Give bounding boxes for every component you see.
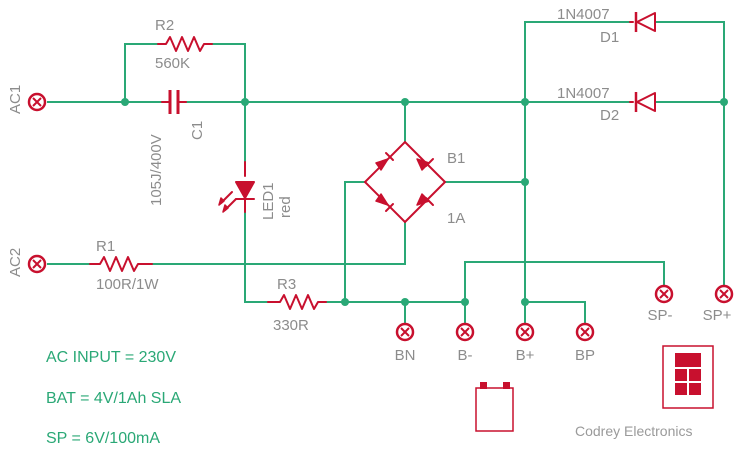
terminal-ac2-pad[interactable] bbox=[27, 254, 47, 274]
junction-dot bbox=[461, 298, 469, 306]
terminal-bminus-pad[interactable] bbox=[455, 322, 475, 342]
label-ac2: AC2 bbox=[7, 248, 24, 277]
label-d2-value: 1N4007 bbox=[557, 85, 610, 102]
label-r2-value: 560K bbox=[155, 55, 190, 72]
junction-dot bbox=[341, 298, 349, 306]
label-led-name: LED1 bbox=[260, 182, 277, 220]
label-bplus: B+ bbox=[516, 347, 535, 364]
brand-label: Codrey Electronics bbox=[575, 423, 693, 439]
label-d2-name: D2 bbox=[600, 107, 619, 124]
resistor-r2[interactable] bbox=[157, 36, 213, 52]
resistor-r1[interactable] bbox=[89, 256, 153, 272]
junction-dot bbox=[521, 298, 529, 306]
led-led1[interactable] bbox=[218, 161, 255, 213]
note-ac-input: AC INPUT = 230V bbox=[46, 349, 176, 366]
terminal-ac1-pad[interactable] bbox=[27, 92, 47, 112]
label-r3-value: 330R bbox=[273, 317, 309, 334]
label-r1-name: R1 bbox=[96, 238, 115, 255]
junction-dot bbox=[121, 98, 129, 106]
label-c1-name: C1 bbox=[189, 121, 206, 140]
label-r2-name: R2 bbox=[155, 17, 174, 34]
junction-dot bbox=[401, 98, 409, 106]
wire-r2-left bbox=[124, 43, 159, 103]
junctions bbox=[121, 98, 728, 306]
bridge-rectifier-b1[interactable] bbox=[364, 141, 446, 223]
label-bp: BP bbox=[575, 347, 595, 364]
junction-dot bbox=[521, 98, 529, 106]
terminal-bplus-pad[interactable] bbox=[515, 322, 535, 342]
capacitor-c1[interactable] bbox=[161, 90, 187, 114]
terminal-spminus-pad[interactable] bbox=[654, 284, 674, 304]
junction-dot bbox=[401, 298, 409, 306]
terminal-spplus-pad[interactable] bbox=[714, 284, 734, 304]
label-bridge-value: 1A bbox=[447, 210, 465, 227]
wire-r2-right bbox=[211, 43, 246, 103]
labels: AC1 AC2 R2 560K 105J/400V C1 LED1 red R1… bbox=[7, 6, 732, 447]
terminal-bp-pad[interactable] bbox=[575, 322, 595, 342]
junction-dot bbox=[521, 178, 529, 186]
label-d1-name: D1 bbox=[600, 29, 619, 46]
resistor-r3[interactable] bbox=[267, 294, 327, 310]
terminal-bn-pad[interactable] bbox=[395, 322, 415, 342]
wire-bridge-left bbox=[344, 181, 366, 303]
label-ac1: AC1 bbox=[7, 85, 24, 114]
label-bridge-name: B1 bbox=[447, 150, 465, 167]
note-battery: BAT = 4V/1Ah SLA bbox=[46, 390, 181, 407]
wire-bplus-rail bbox=[524, 21, 586, 323]
diode-d1[interactable] bbox=[629, 12, 656, 32]
label-led-value: red bbox=[277, 196, 294, 218]
wire-led-bottom bbox=[244, 211, 269, 303]
wire-spminus-rail bbox=[464, 261, 665, 303]
label-bn: BN bbox=[395, 347, 416, 364]
label-c1-value: 105J/400V bbox=[148, 134, 165, 206]
label-spminus: SP- bbox=[647, 307, 672, 324]
note-sp: SP = 6V/100mA bbox=[46, 430, 160, 447]
label-d1-value: 1N4007 bbox=[557, 6, 610, 23]
label-spplus: SP+ bbox=[703, 307, 732, 324]
solar-panel-icon bbox=[662, 345, 714, 409]
junction-dot bbox=[720, 98, 728, 106]
diode-d2[interactable] bbox=[629, 92, 656, 112]
wire-bridge-bottom bbox=[151, 221, 406, 265]
wire-d1-out bbox=[654, 21, 725, 286]
label-r3-name: R3 bbox=[277, 276, 296, 293]
label-bminus: B- bbox=[458, 347, 473, 364]
label-r1-value: 100R/1W bbox=[96, 276, 159, 293]
terminal-pads bbox=[27, 92, 734, 342]
battery-icon bbox=[475, 382, 514, 432]
junction-dot bbox=[241, 98, 249, 106]
led-emission-arrows-icon bbox=[218, 191, 237, 213]
